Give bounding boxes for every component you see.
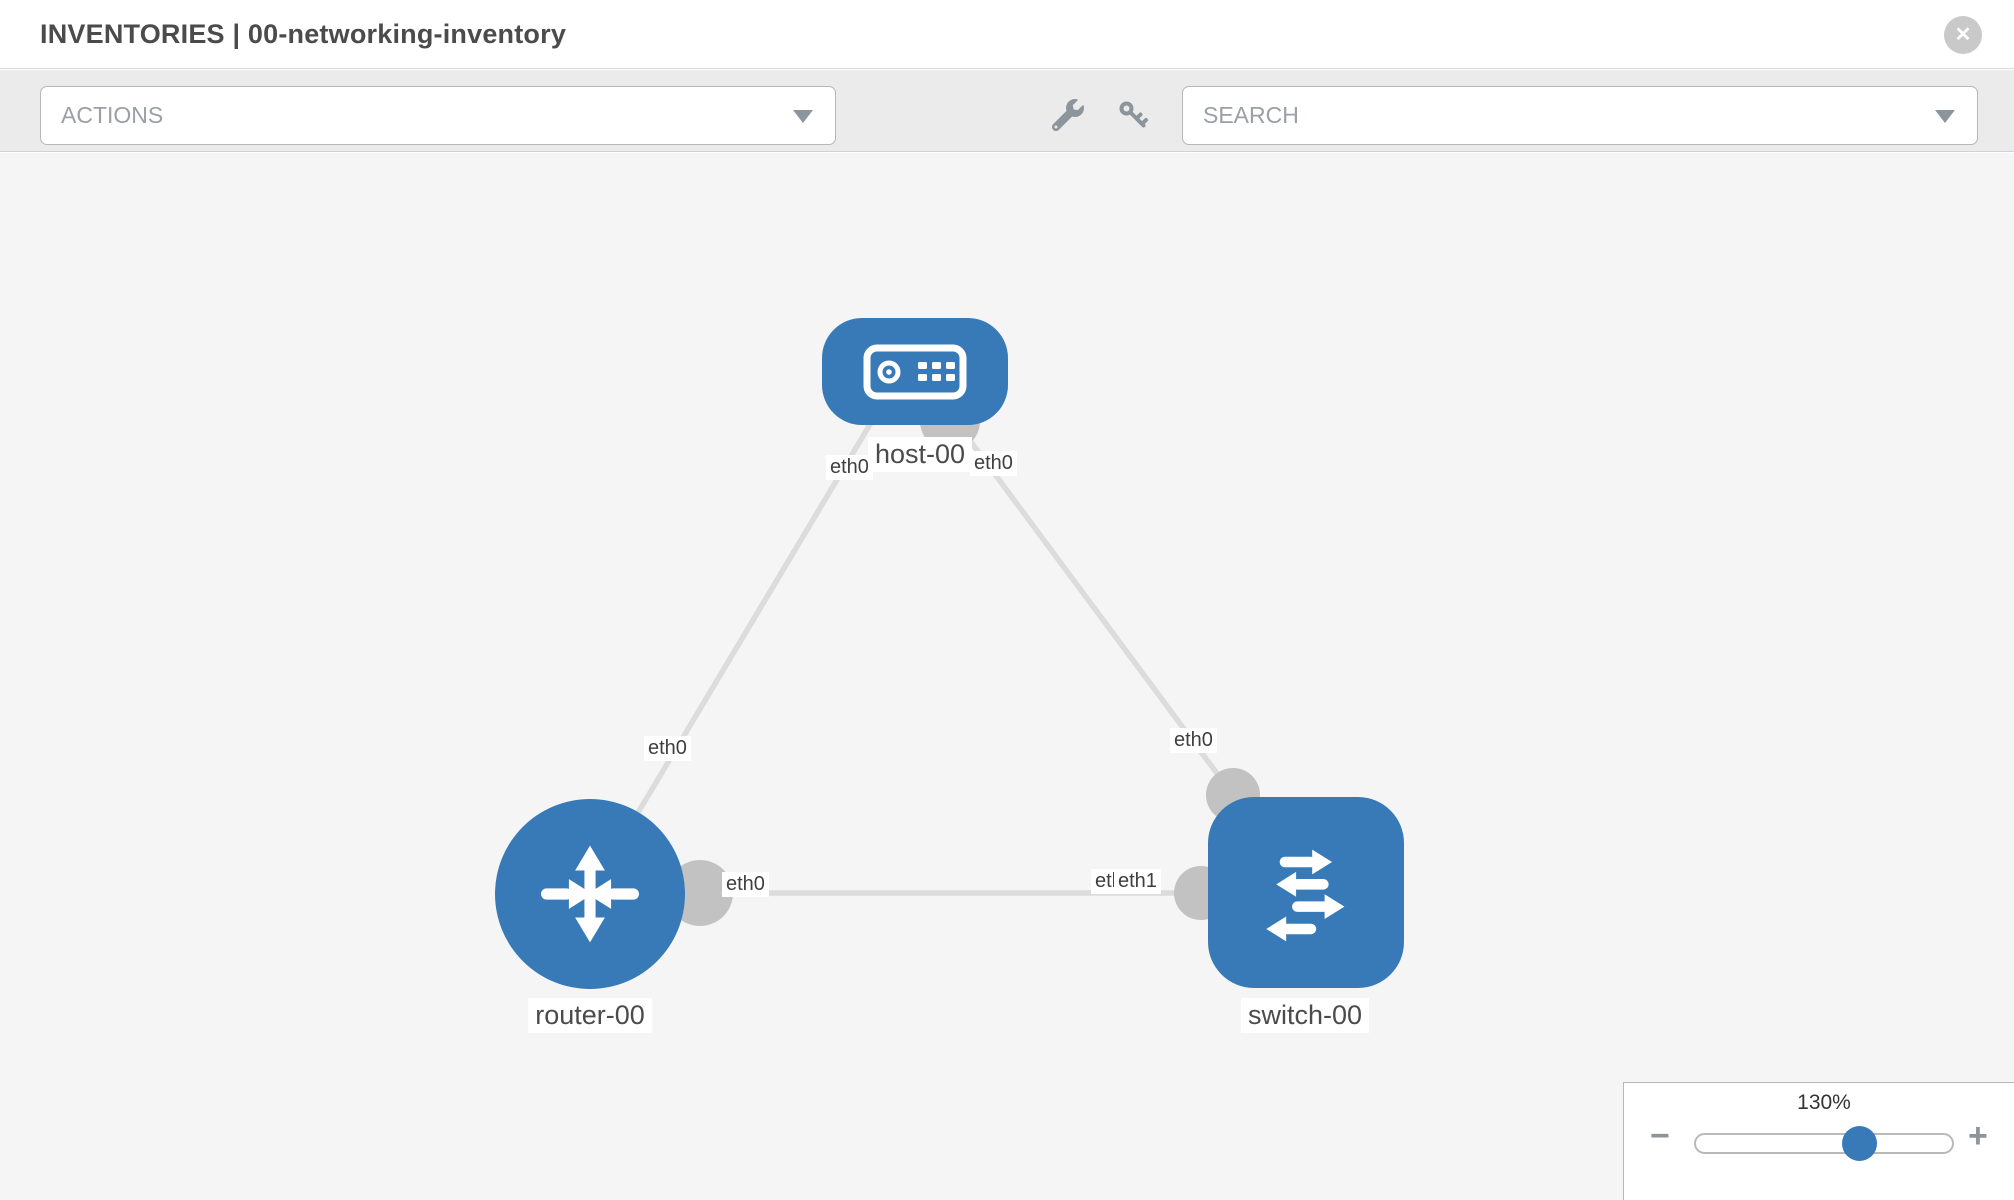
- actions-dropdown[interactable]: ACTIONS: [40, 86, 836, 145]
- actions-dropdown-label: ACTIONS: [61, 102, 164, 128]
- node-label-host: host-00: [867, 437, 973, 472]
- header: INVENTORIES | 00-networking-inventory ✕: [0, 0, 2014, 69]
- node-switch-00[interactable]: [1208, 797, 1404, 988]
- host-icon: [863, 344, 967, 399]
- search-dropdown-label: SEARCH: [1203, 102, 1299, 128]
- key-icon[interactable]: [1117, 99, 1149, 131]
- interface-label: eth0: [826, 455, 873, 480]
- interface-label: eth0: [722, 872, 769, 897]
- interface-label: eth0: [970, 451, 1017, 476]
- interface-label: eth0: [644, 736, 691, 761]
- switch-icon: [1266, 849, 1345, 941]
- zoom-slider-thumb[interactable]: [1842, 1126, 1877, 1161]
- topology-canvas[interactable]: eth0 eth0 eth0 eth0 eth0 eth0 eth1 host-…: [0, 153, 2014, 1200]
- wrench-icon[interactable]: [1052, 99, 1084, 131]
- zoom-out-button[interactable]: −: [1650, 1117, 1670, 1155]
- node-host-00[interactable]: [822, 318, 1008, 425]
- zoom-slider-track[interactable]: [1694, 1126, 1954, 1161]
- zoom-panel: 130% − +: [1623, 1082, 2014, 1200]
- interface-label: eth1: [1114, 869, 1161, 894]
- close-icon[interactable]: ✕: [1944, 16, 1982, 54]
- zoom-level: 130%: [1797, 1091, 1851, 1114]
- interface-label: eth0: [1170, 728, 1217, 753]
- zoom-in-button[interactable]: +: [1968, 1117, 1988, 1155]
- router-icon: [541, 845, 639, 943]
- node-label-router: router-00: [528, 998, 652, 1033]
- node-router-00[interactable]: [495, 799, 685, 989]
- page-title: INVENTORIES | 00-networking-inventory: [40, 19, 567, 49]
- chevron-down-icon: [1935, 110, 1955, 123]
- topology-graph: [587, 391, 1260, 926]
- chevron-down-icon: [793, 110, 813, 123]
- toolbar: ACTIONS SEARCH: [0, 70, 2014, 152]
- node-label-switch: switch-00: [1240, 998, 1370, 1033]
- search-dropdown[interactable]: SEARCH: [1182, 86, 1978, 145]
